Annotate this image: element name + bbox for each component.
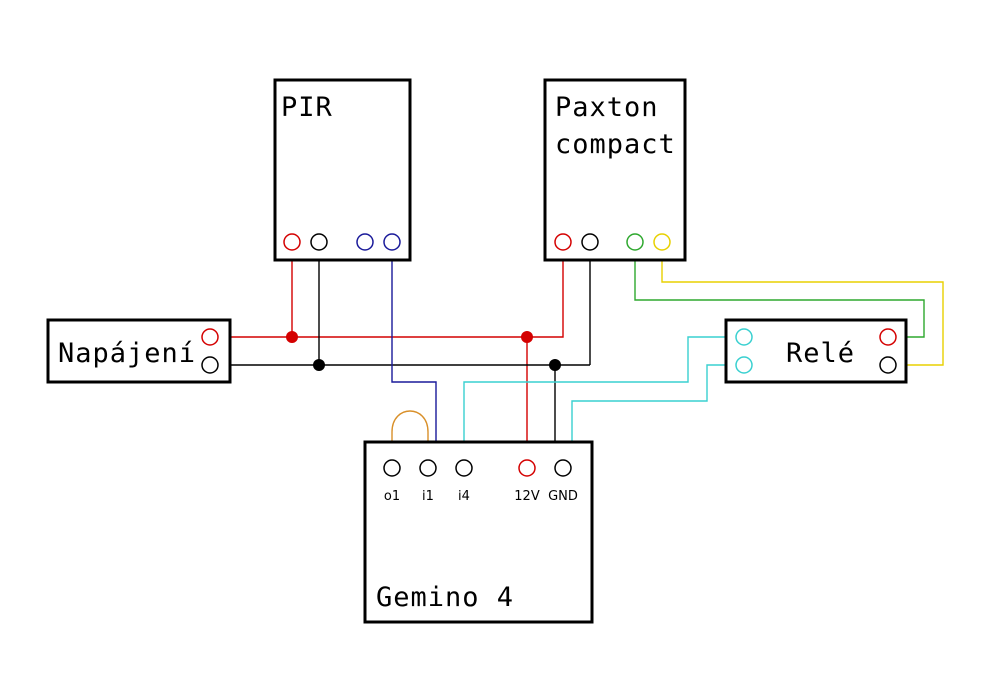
paxton-title-line2: compact	[555, 129, 676, 160]
power-box	[46, 318, 232, 384]
relay-title: Relé	[786, 338, 855, 369]
gemino-terminal-gnd	[554, 459, 572, 477]
gemino-title: Gemino 4	[376, 582, 514, 613]
gemino-terminal-i1	[419, 459, 437, 477]
ground-wires	[220, 250, 591, 460]
paxton-title-line1: Paxton	[555, 92, 659, 123]
relay-terminal-contact-1	[735, 328, 753, 346]
relay-module: Relé	[724, 318, 908, 384]
power-terminal-positive	[201, 328, 219, 346]
gemino-terminal-12v	[518, 459, 536, 477]
gemino-terminal-label-i4: i4	[458, 489, 470, 504]
paxton-terminal-ground	[581, 233, 599, 251]
paxton-terminal-positive	[554, 233, 572, 251]
wire-pir-to-i1	[391, 250, 437, 461]
pir-box	[273, 78, 412, 262]
power-supply-module: Napájení	[46, 318, 232, 384]
paxton-terminal-yellow	[653, 233, 671, 251]
wire-paxton-green	[634, 250, 925, 338]
positive-wires	[220, 250, 564, 460]
relay-contact-wires	[463, 336, 736, 460]
gemino-terminal-label-i1: i1	[422, 489, 434, 504]
gemino-terminal-label-12v: 12V	[514, 489, 540, 504]
power-title: Napájení	[58, 338, 196, 369]
relay-terminal-coil-1	[879, 328, 897, 346]
gemino-box	[363, 440, 594, 624]
pir-title: PIR	[281, 92, 333, 123]
gemino-terminal-label-gnd: GND	[548, 489, 578, 504]
paxton-box	[543, 78, 687, 262]
relay-terminal-coil-2	[879, 356, 897, 374]
relay-box	[724, 318, 908, 384]
gemino-terminal-label-o1: o1	[384, 489, 400, 504]
pir-terminal-signal	[383, 233, 401, 251]
paxton-module: Paxton compact	[543, 78, 687, 262]
junction-positive-gemino	[521, 331, 533, 343]
wire-gnd-to-relay	[571, 364, 736, 460]
junction-ground-gemino	[549, 359, 561, 371]
gemino-module: Gemino 4 o1 i1 i4 12V GND	[363, 440, 594, 624]
relay-terminal-contact-2	[735, 356, 753, 374]
wire-o1-i1-jumper	[391, 410, 429, 460]
gemino-terminal-i4	[455, 459, 473, 477]
wire-paxton-yellow	[661, 250, 944, 366]
junction-positive-pir	[286, 331, 298, 343]
pir-terminal-loop	[356, 233, 374, 251]
pir-module: PIR	[273, 78, 412, 262]
pir-terminal-ground	[310, 233, 328, 251]
gemino-terminal-o1	[383, 459, 401, 477]
paxton-terminal-green	[626, 233, 644, 251]
power-terminal-ground	[201, 356, 219, 374]
junction-ground-pir	[313, 359, 325, 371]
wire-paxton-positive	[527, 250, 564, 338]
wire-i4-to-relay	[463, 336, 736, 460]
pir-terminal-positive	[283, 233, 301, 251]
